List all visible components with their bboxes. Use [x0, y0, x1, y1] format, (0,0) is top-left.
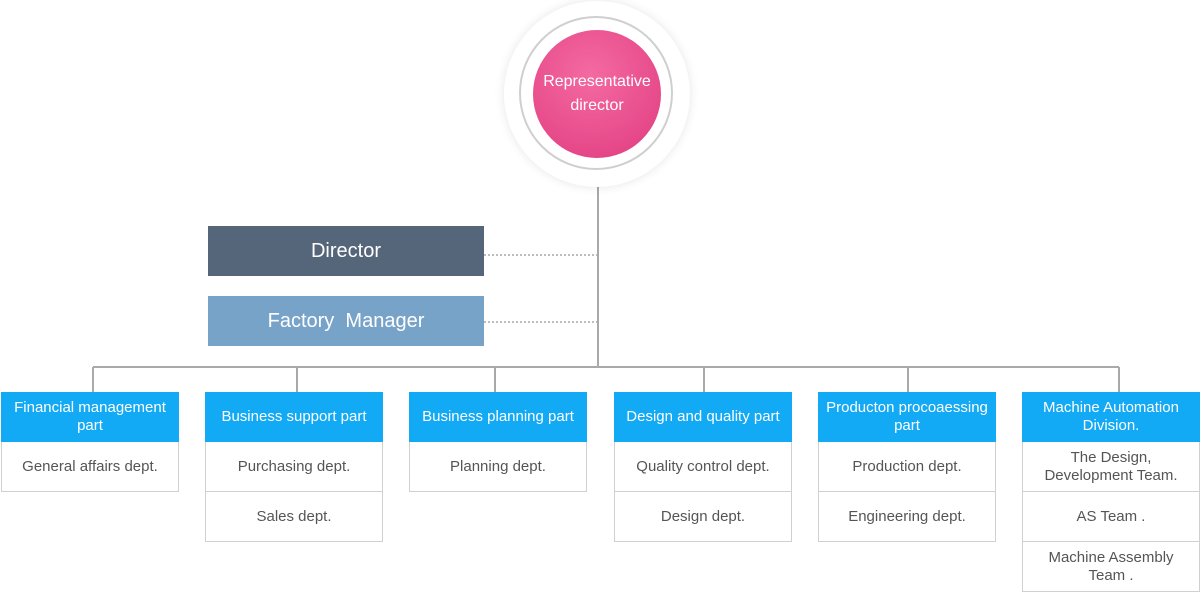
dept-item: Purchasing dept.: [205, 442, 383, 492]
ceo-label-line1: Representative: [543, 73, 651, 90]
column-financial-management: Financial management part General affair…: [1, 392, 179, 492]
representative-director-node: Representative director: [533, 30, 661, 158]
factory-manager-label: Factory Manager: [267, 309, 425, 332]
column-head: Business support part: [205, 392, 383, 442]
column-business-support: Business support part Purchasing dept. S…: [205, 392, 383, 542]
dept-item: The Design, Development Team.: [1022, 442, 1200, 492]
column-head: Business planning part: [409, 392, 587, 442]
director-box: Director: [208, 226, 484, 276]
dept-item: General affairs dept.: [1, 442, 179, 492]
column-machine-automation: Machine Automation Division. The Design,…: [1022, 392, 1200, 592]
dept-item: Engineering dept.: [818, 492, 996, 542]
column-head: Producton procoaessing part: [818, 392, 996, 442]
dept-item: Planning dept.: [409, 442, 587, 492]
dept-item: Production dept.: [818, 442, 996, 492]
column-head: Financial management part: [1, 392, 179, 442]
column-head: Machine Automation Division.: [1022, 392, 1200, 442]
dept-item: Sales dept.: [205, 492, 383, 542]
column-business-planning: Business planning part Planning dept.: [409, 392, 587, 492]
column-design-quality: Design and quality part Quality control …: [614, 392, 792, 542]
ceo-label-line2: director: [570, 97, 624, 114]
director-label: Director: [310, 239, 381, 262]
dept-item: Design dept.: [614, 492, 792, 542]
dept-item: AS Team .: [1022, 492, 1200, 542]
column-head: Design and quality part: [614, 392, 792, 442]
dept-item: Quality control dept.: [614, 442, 792, 492]
factory-manager-box: Factory Manager: [208, 296, 484, 346]
dept-item: Machine Assembly Team .: [1022, 542, 1200, 592]
column-production-processing: Producton procoaessing part Production d…: [818, 392, 996, 542]
